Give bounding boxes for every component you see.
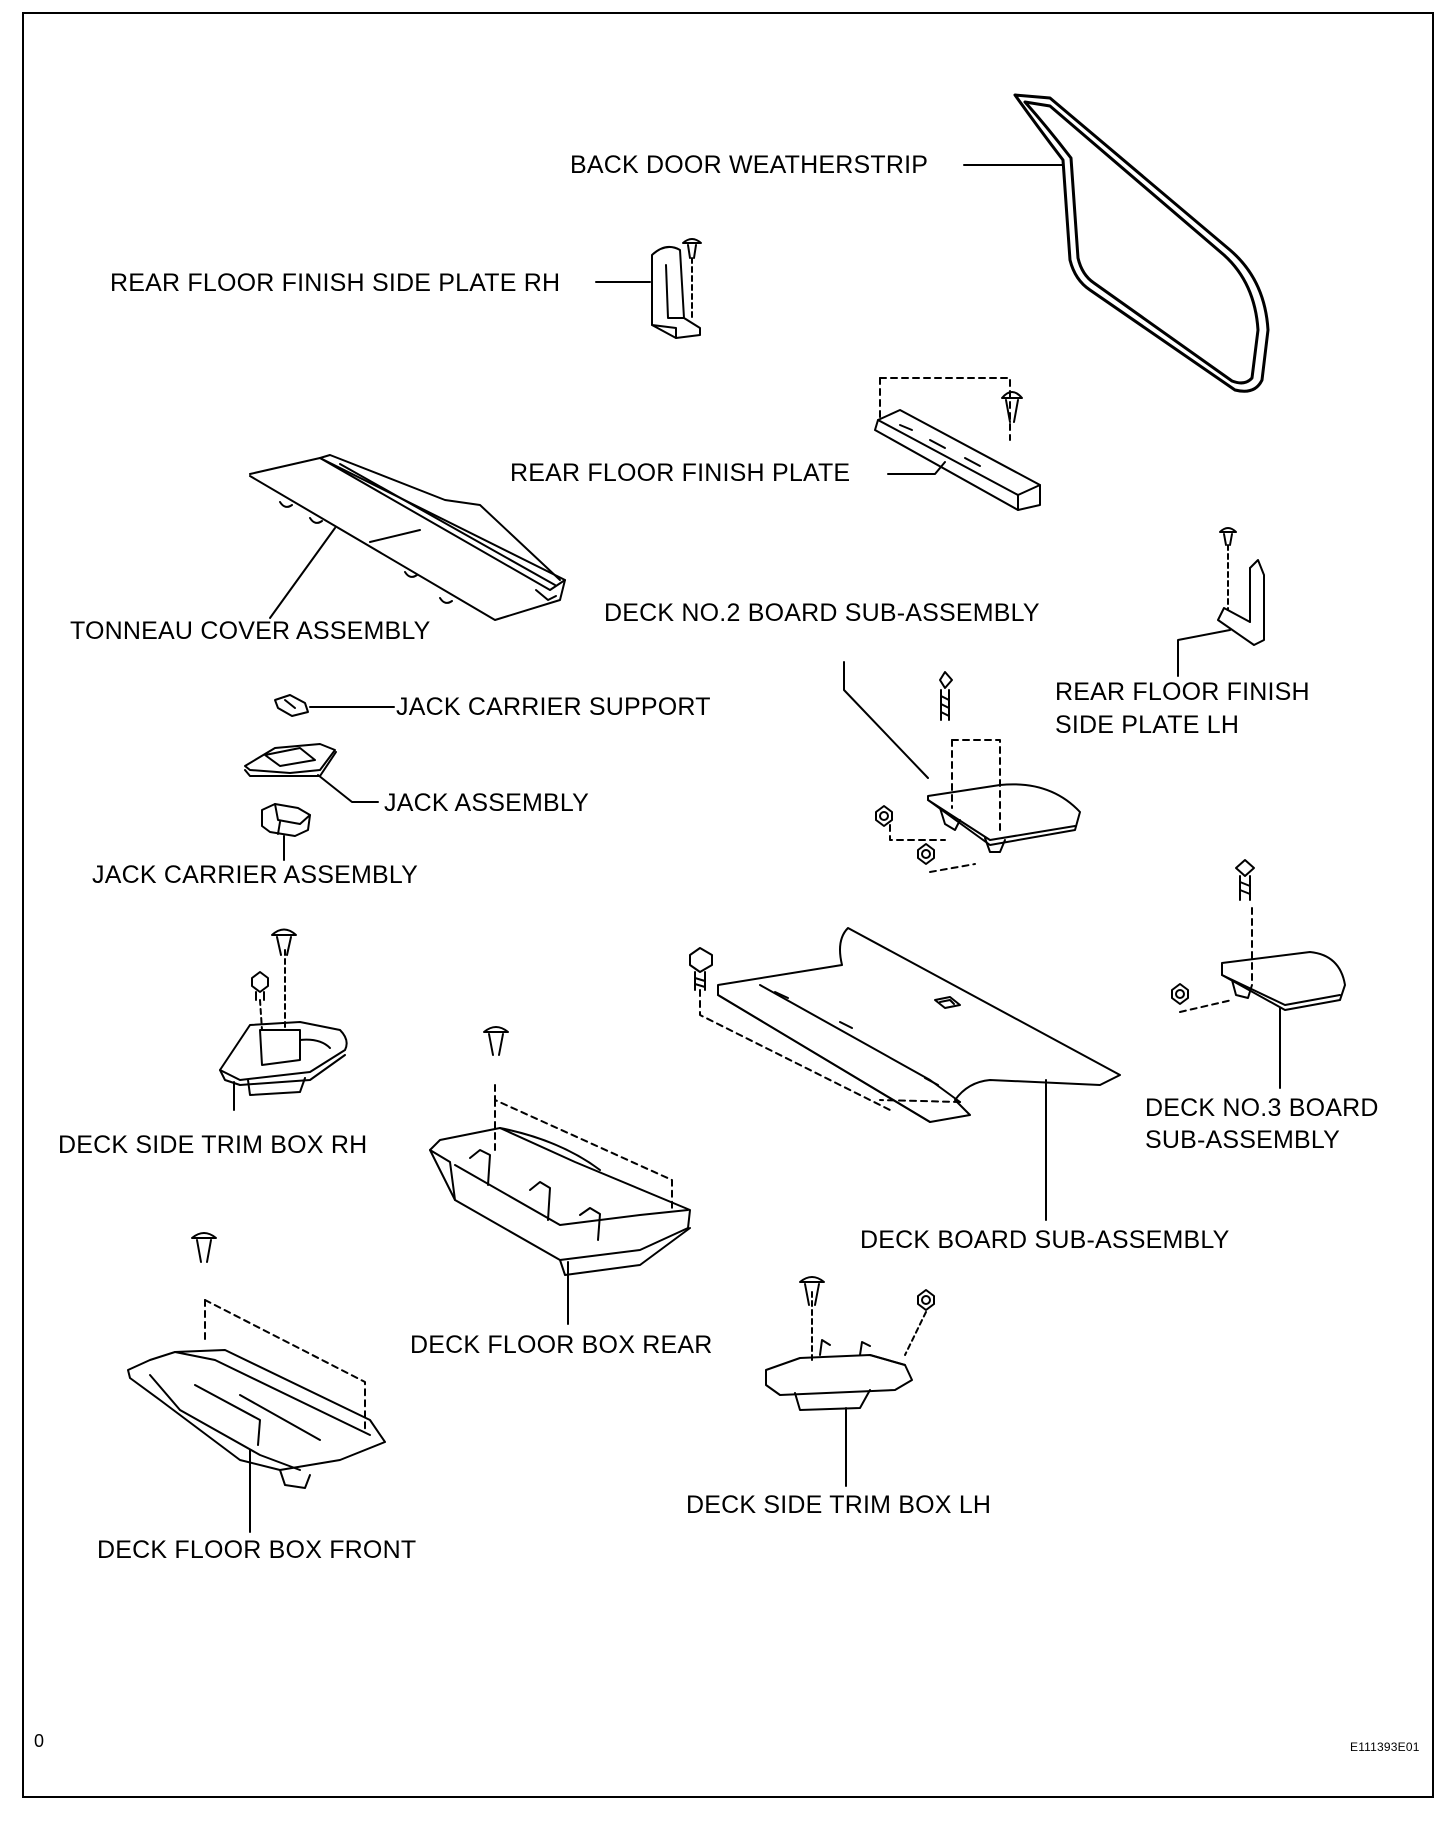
label-deck-no3-board-line1: DECK NO.3 BOARD [1145, 1094, 1379, 1122]
deck-floor-box-rear-part [429, 1026, 691, 1276]
leader-side-plate-lh [1177, 629, 1231, 677]
label-back-door-weatherstrip: BACK DOOR WEATHERSTRIP [570, 151, 929, 179]
tonneau-cover-part [249, 454, 566, 621]
jack-carrier-support-part [274, 694, 309, 717]
label-deck-floor-box-front: DECK FLOOR BOX FRONT [97, 1536, 417, 1564]
deck-board-part [689, 927, 1121, 1123]
label-side-plate-lh-line1: REAR FLOOR FINISH [1055, 678, 1310, 706]
label-jack-assembly: JACK ASSEMBLY [384, 789, 589, 817]
label-deck-side-trim-box-lh: DECK SIDE TRIM BOX LH [686, 1491, 992, 1519]
corner-marker: 0 [34, 1731, 45, 1751]
label-jack-carrier-assembly: JACK CARRIER ASSEMBLY [92, 861, 419, 889]
leader-deck-no2-board [843, 661, 929, 779]
label-deck-no3-board-line2: SUB-ASSEMBLY [1145, 1126, 1341, 1154]
rear-floor-finish-plate-part [874, 377, 1041, 511]
label-rear-floor-finish-side-plate-rh: REAR FLOOR FINISH SIDE PLATE RH [110, 269, 561, 297]
label-deck-side-trim-box-rh: DECK SIDE TRIM BOX RH [58, 1131, 368, 1159]
deck-no2-board-part [875, 671, 1081, 873]
label-deck-board-sub-assembly: DECK BOARD SUB-ASSEMBLY [860, 1226, 1230, 1254]
deck-side-trim-box-lh-part [765, 1276, 935, 1411]
label-side-plate-lh-line2: SIDE PLATE LH [1055, 711, 1240, 739]
side-plate-rh-part [651, 238, 702, 339]
diagram-frame [22, 12, 1434, 1798]
label-tonneau-cover-assembly: TONNEAU COVER ASSEMBLY [70, 617, 431, 645]
side-plate-lh-part [1217, 527, 1265, 646]
label-jack-carrier-support: JACK CARRIER SUPPORT [396, 693, 711, 721]
deck-side-trim-box-rh-part [219, 928, 348, 1096]
figure-id: E111393E01 [1350, 1740, 1420, 1754]
deck-no3-board-part [1171, 859, 1346, 1013]
leader-jack-assembly [317, 774, 379, 803]
label-deck-floor-box-rear: DECK FLOOR BOX REAR [410, 1331, 713, 1359]
back-door-weatherstrip-part [1013, 93, 1270, 393]
jack-assembly-part [244, 743, 337, 777]
label-deck-no2-board-sub-assembly: DECK NO.2 BOARD SUB-ASSEMBLY [604, 599, 1040, 627]
deck-floor-box-front-part [127, 1232, 386, 1489]
jack-carrier-assembly-part [261, 803, 311, 837]
leader-tonneau-cover [269, 527, 336, 619]
leader-rear-floor-finish-plate [887, 461, 946, 475]
label-rear-floor-finish-plate: REAR FLOOR FINISH PLATE [510, 459, 851, 487]
